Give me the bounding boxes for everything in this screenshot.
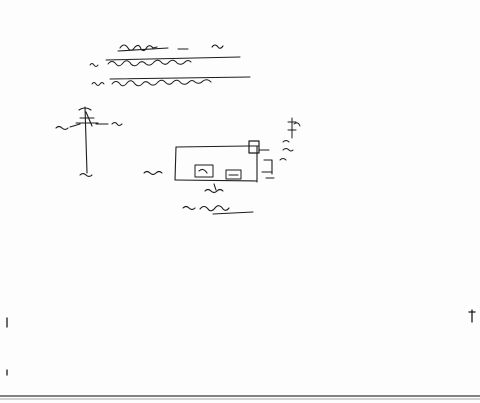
- handwritten-line-1: [89, 56, 241, 67]
- bottom-rule: [0, 395, 480, 400]
- margin-marks: [6, 309, 476, 376]
- pole-sketch: [55, 106, 123, 178]
- circuit-diagram-sketch: [143, 140, 275, 194]
- handwritten-line-2: [91, 76, 251, 87]
- diagram-side-labels: [279, 117, 301, 161]
- diagram-caption-handwriting: [182, 205, 254, 215]
- handwritten-heading: [117, 44, 224, 52]
